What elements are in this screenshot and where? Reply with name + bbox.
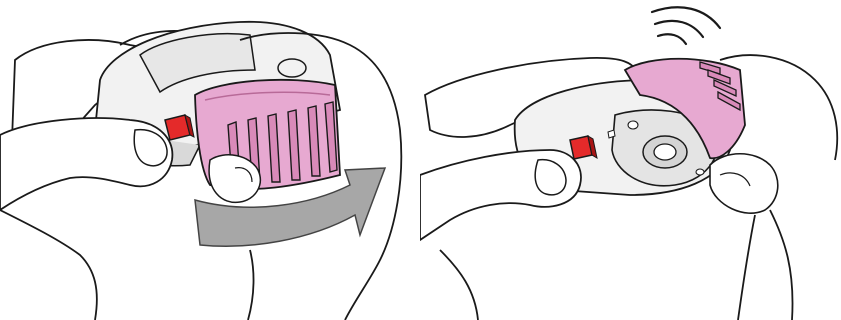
step-panel-rotate xyxy=(0,0,420,320)
sound-waves-icon xyxy=(652,7,720,44)
wrist-line xyxy=(248,250,254,320)
step-panel-click xyxy=(420,0,841,320)
left-front-hand-icon xyxy=(0,118,172,320)
click-illustration xyxy=(420,0,841,320)
left-front-hand-icon xyxy=(420,150,581,320)
rotate-illustration xyxy=(0,0,420,320)
